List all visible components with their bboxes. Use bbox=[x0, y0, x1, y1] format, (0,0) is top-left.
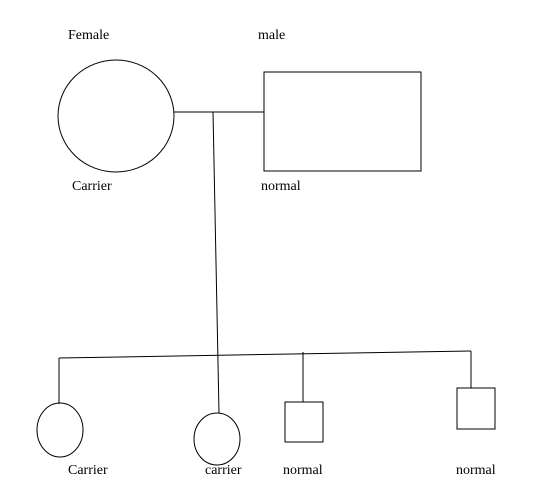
mother-status-label: Carrier bbox=[72, 179, 112, 194]
child4-status-label: normal bbox=[456, 463, 496, 478]
child4-symbol bbox=[456, 387, 496, 430]
child3-status-label: normal bbox=[283, 463, 323, 478]
child1-symbol bbox=[36, 402, 84, 458]
child3-symbol bbox=[284, 401, 324, 443]
father-status-label: normal bbox=[261, 179, 301, 194]
male-heading: male bbox=[258, 28, 286, 43]
child2-status-label: carrier bbox=[205, 463, 242, 478]
mother-symbol bbox=[57, 59, 175, 173]
sibship-line bbox=[58, 350, 472, 359]
father-symbol bbox=[263, 71, 422, 172]
child2-symbol bbox=[193, 412, 241, 466]
female-heading: Female bbox=[68, 28, 110, 43]
descent-line bbox=[212, 111, 220, 414]
child1-status-label: Carrier bbox=[68, 463, 108, 478]
